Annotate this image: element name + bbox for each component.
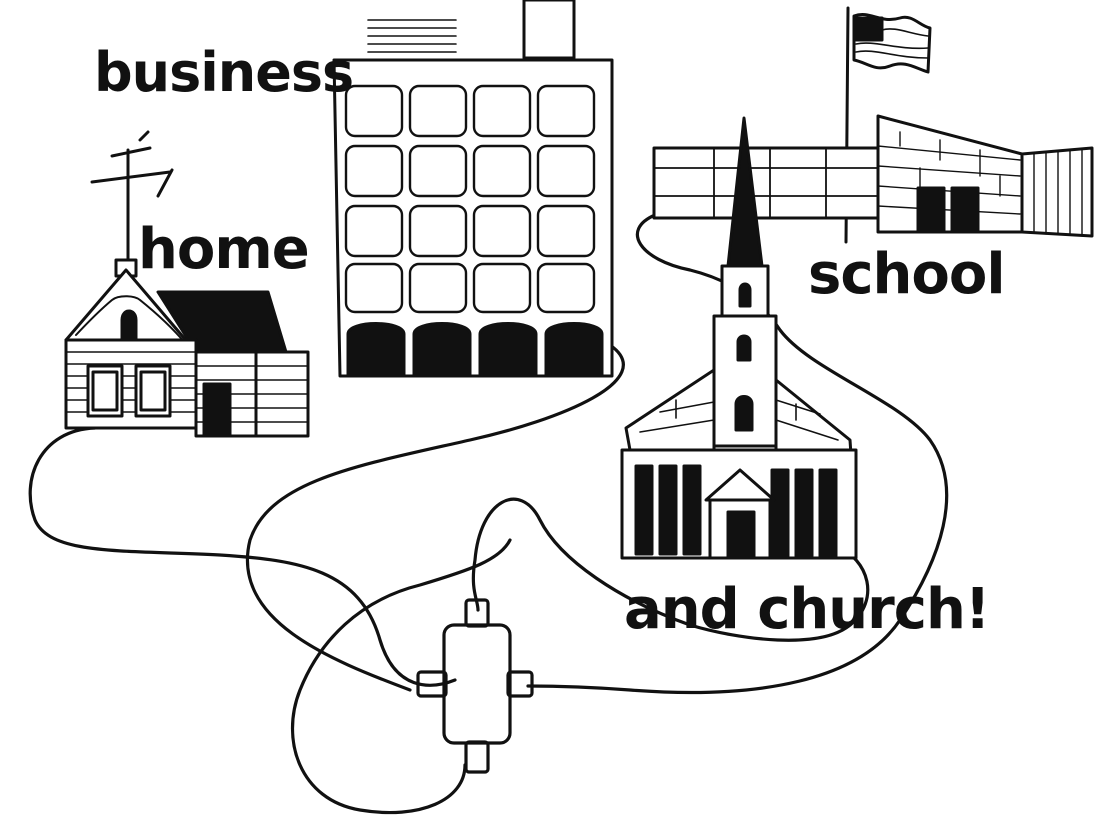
label-church: and church! (624, 577, 990, 642)
flag-icon (844, 6, 932, 244)
office-building-icon (332, 0, 614, 378)
church-icon (620, 116, 858, 560)
label-business: business (94, 41, 354, 104)
cable-connector-icon (416, 598, 534, 774)
cable-wires (28, 213, 949, 815)
school-building-icon (652, 6, 1094, 244)
tv-antenna-icon (90, 130, 174, 264)
label-school: school (808, 242, 1006, 307)
house-icon (64, 130, 310, 438)
label-home: home (138, 217, 310, 282)
